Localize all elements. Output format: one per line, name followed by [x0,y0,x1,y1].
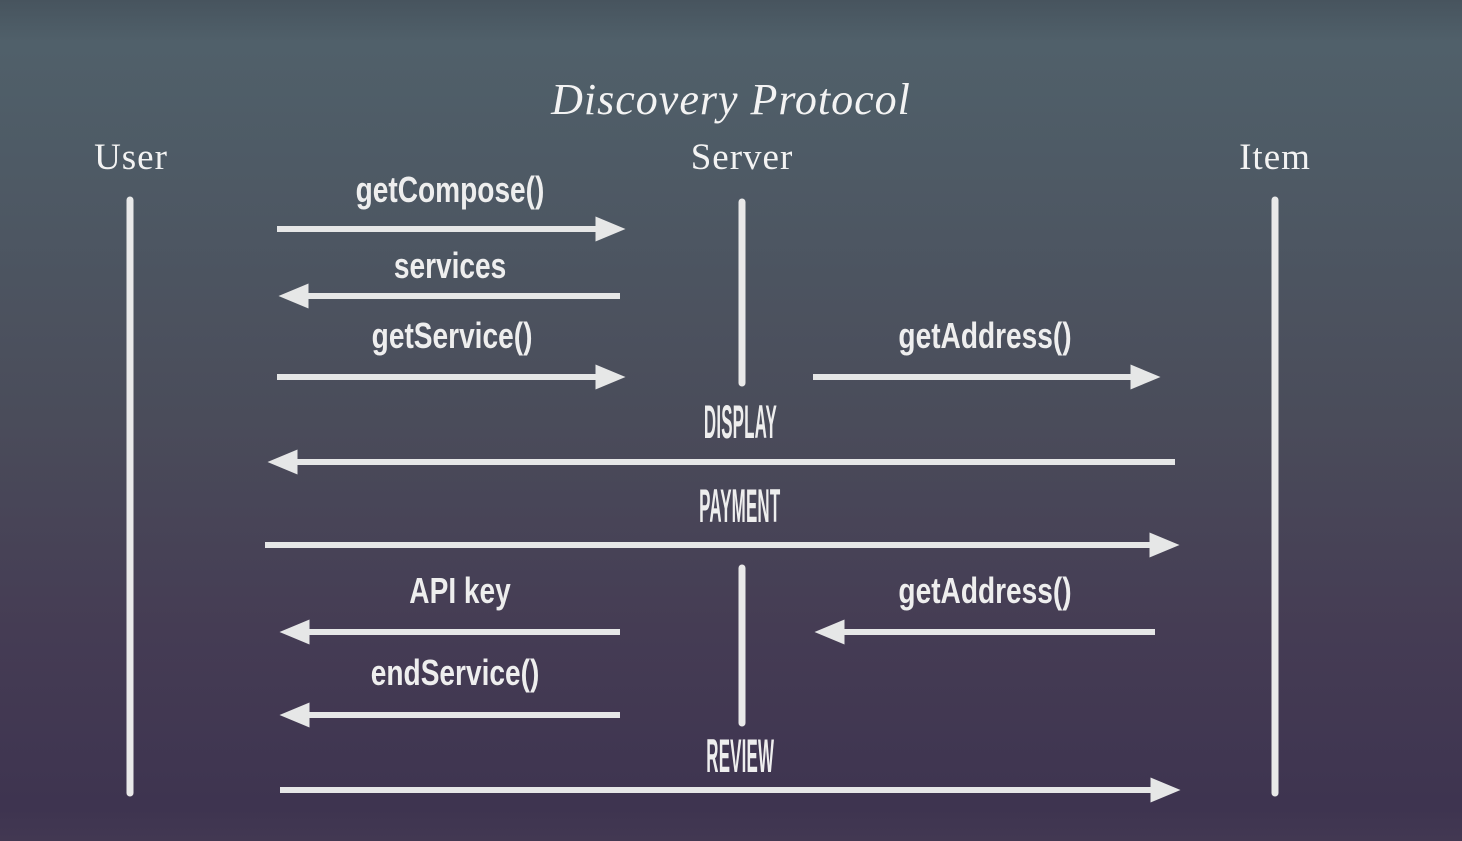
actor-user-label: User [94,137,168,178]
actor-item-label: Item [1239,137,1311,178]
actor-server-label: Server [690,137,794,178]
diagram-title-text: Discovery Protocol [551,75,911,124]
